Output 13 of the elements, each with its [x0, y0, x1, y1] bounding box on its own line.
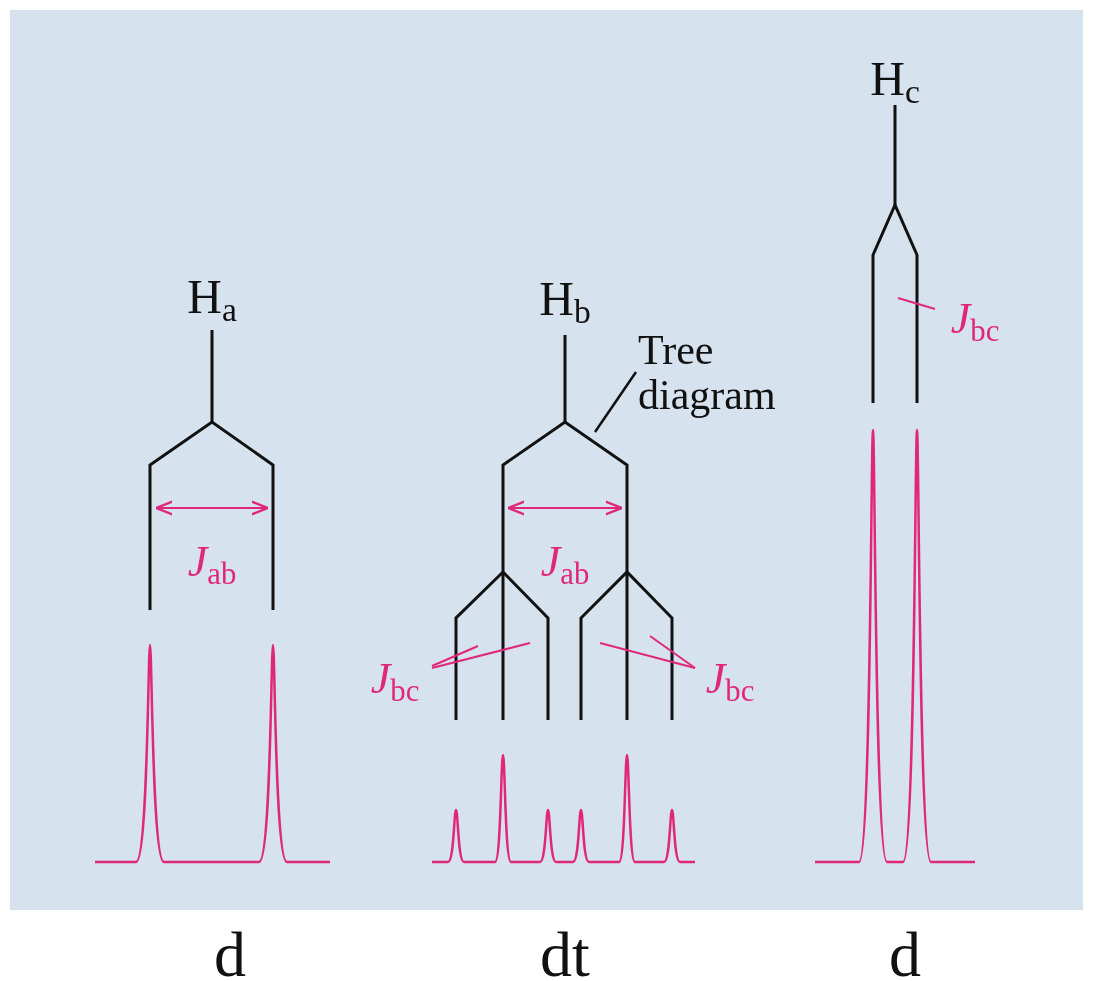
proton-label: H$_{c}$ — [870, 55, 920, 109]
multiplicity-label: d — [889, 923, 921, 981]
coupling-constant-label: J$_{ab}$ — [540, 540, 590, 590]
proton-label: H$_{b}$ — [539, 275, 591, 329]
callout-text: Tree diagram — [638, 328, 853, 419]
proton-label: H$_{a}$ — [187, 273, 237, 327]
multiplicity-label: dt — [540, 923, 590, 981]
coupling-constant-label: J$_{bc}$ — [705, 657, 755, 707]
coupling-constant-label: J$_{bc}$ — [370, 657, 420, 707]
coupling-constant-label: J$_{bc}$ — [950, 297, 1000, 347]
coupling-constant-label: J$_{ab}$ — [187, 540, 237, 590]
leader-line — [593, 371, 638, 433]
multiplicity-label: d — [214, 923, 246, 981]
